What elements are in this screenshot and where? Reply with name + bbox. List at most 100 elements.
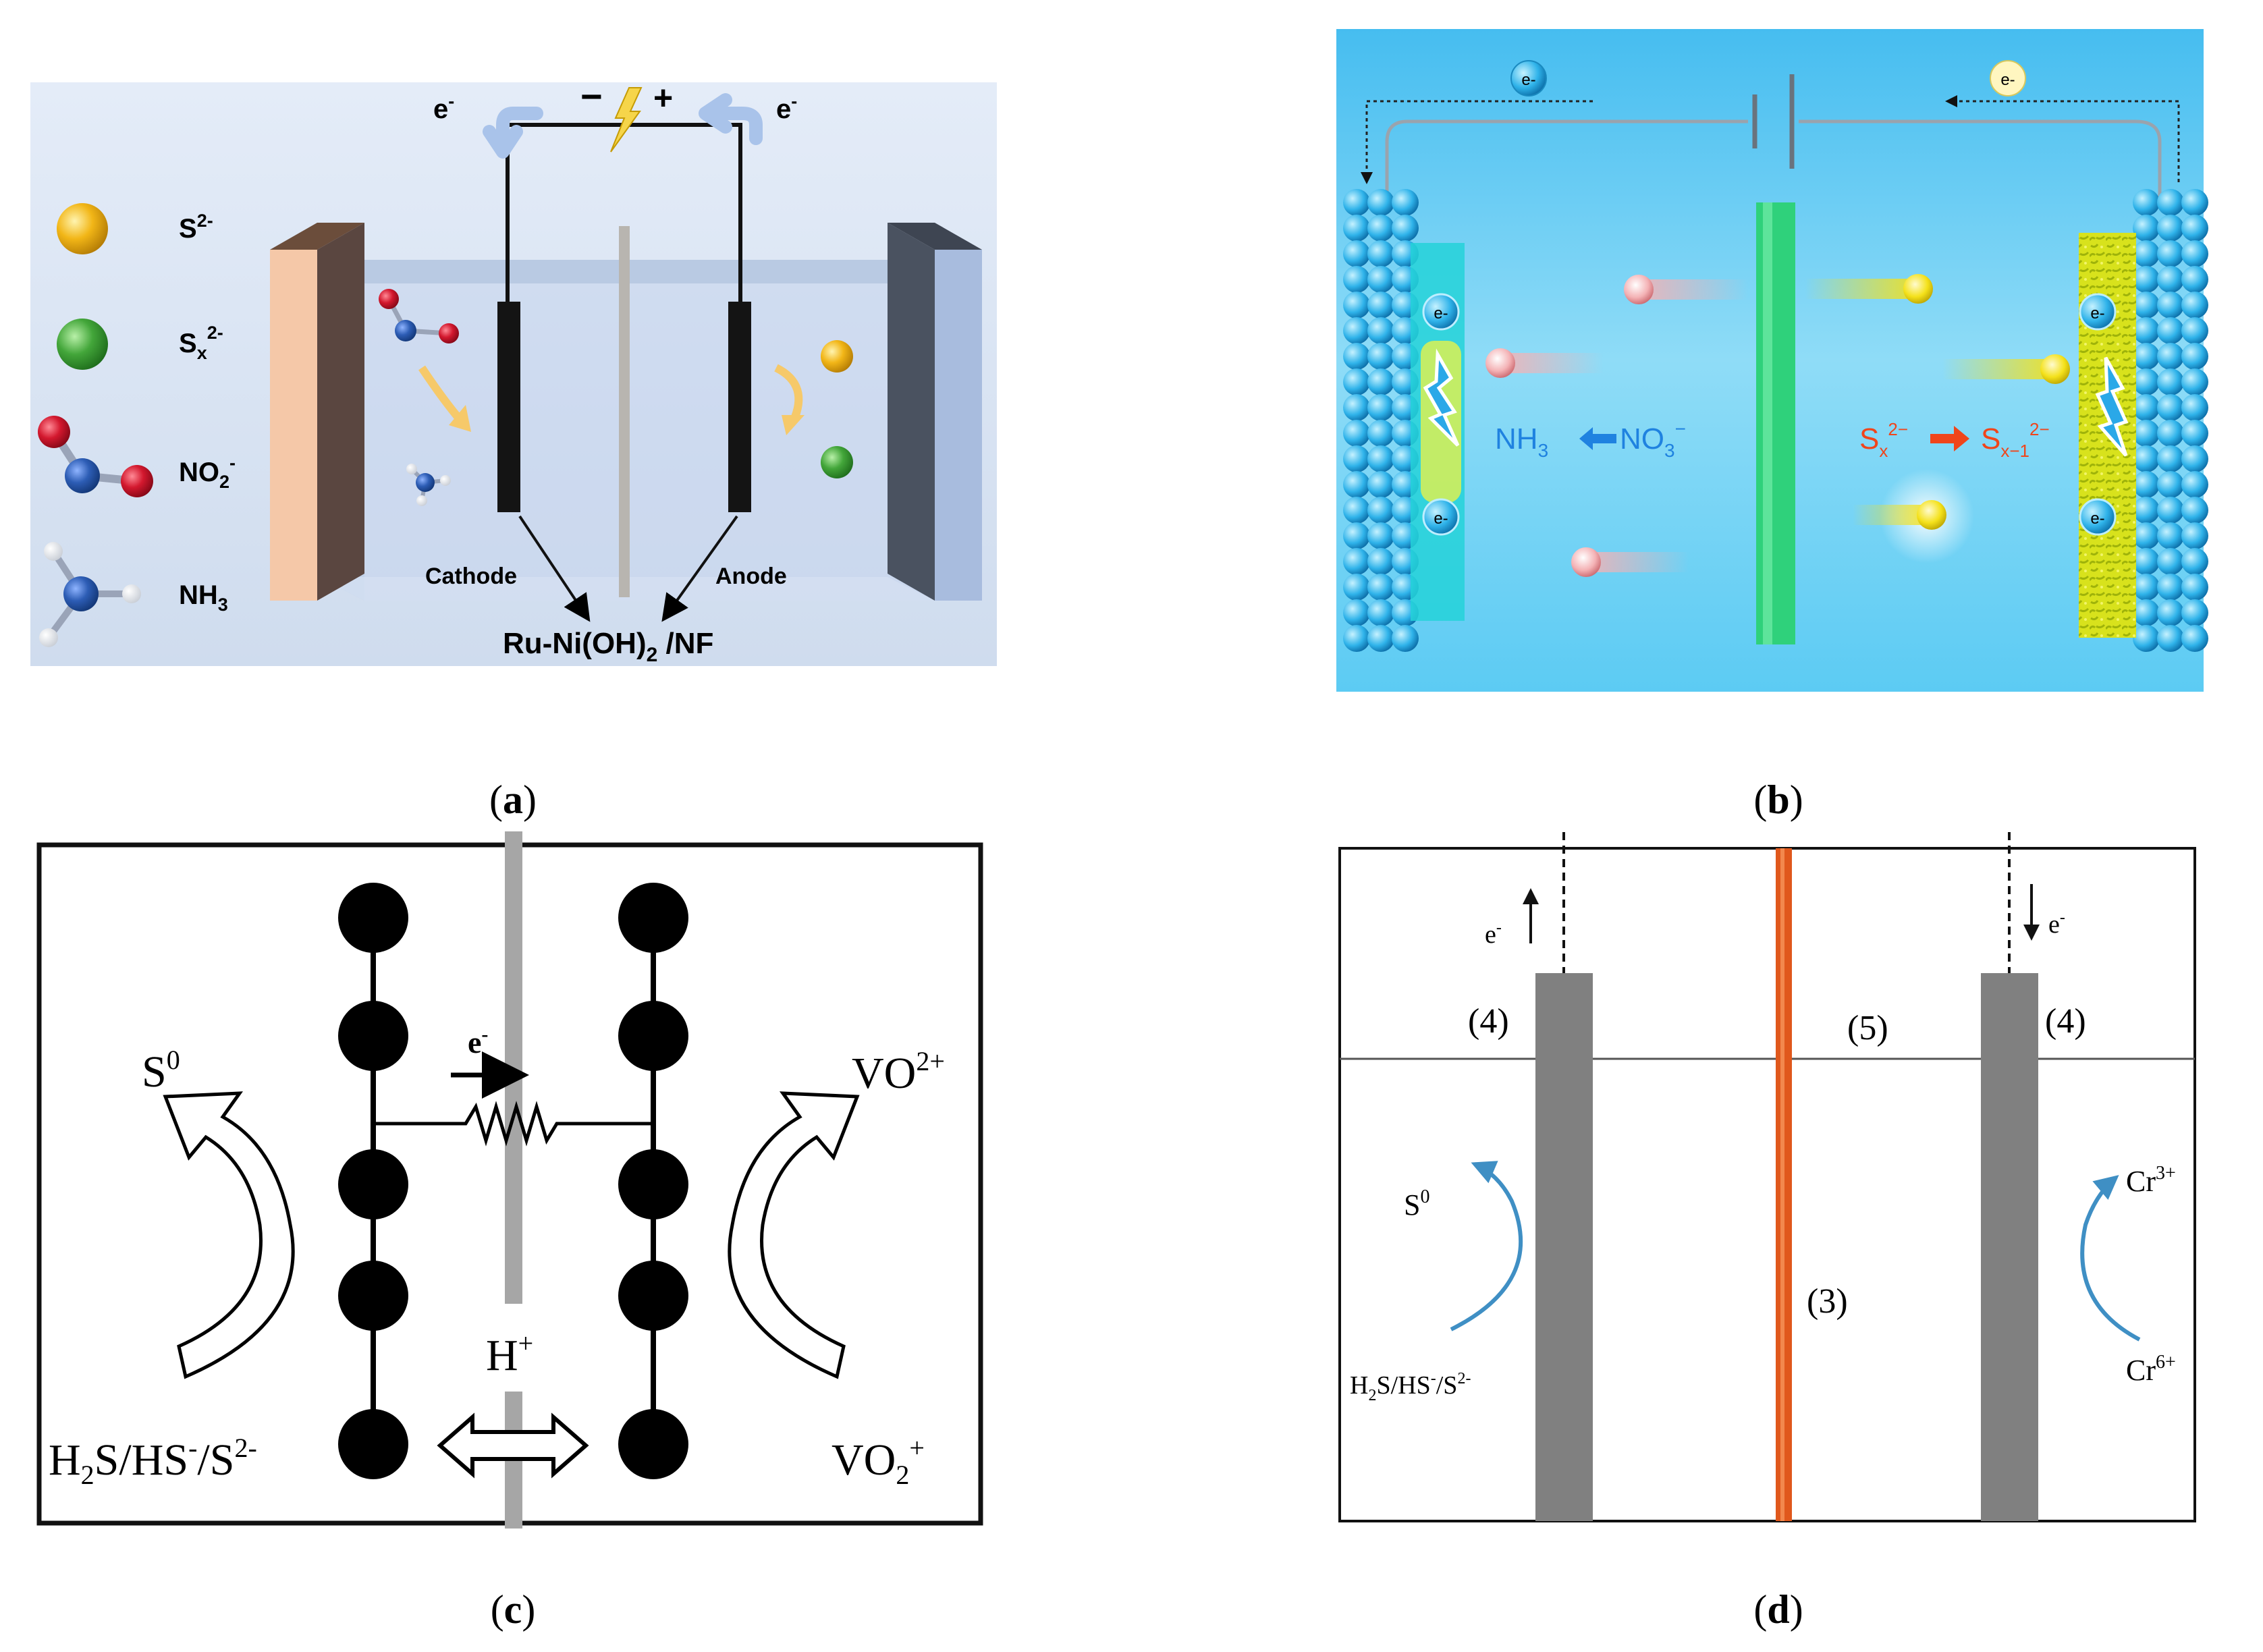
anode-electrode-d: [1535, 973, 1593, 1521]
electrode-bead: [2157, 497, 2184, 524]
cathode-transfer-arrow-icon: [1423, 348, 1460, 447]
electrode-bead: [2181, 189, 2208, 216]
electrode-bead: [2181, 215, 2208, 242]
electrode-bead: [2133, 497, 2160, 524]
svg-text:e-: e-: [2090, 304, 2104, 323]
anode-label: Anode: [715, 563, 787, 589]
cathode-electrode: [497, 302, 520, 512]
chromium-reduction-arrow-d: [2080, 1175, 2141, 1342]
cr6-label-d: Cr6+: [2126, 1352, 2176, 1387]
electrode-bead: [1367, 394, 1394, 421]
caption-d: (d): [1753, 1587, 1803, 1632]
electrode-number-left: (4): [1468, 1002, 1509, 1041]
cell-membrane-b: [1756, 202, 1795, 644]
electron-path-right: [1945, 95, 2180, 182]
electrode-bead: [2133, 343, 2160, 370]
electrode-electron-icon: e-: [1422, 498, 1460, 536]
electrode-bead: [1343, 574, 1370, 601]
polysulfide-particle-icon: [1942, 354, 2070, 384]
electrode-bead: [2133, 368, 2160, 395]
electrode-bead: [2181, 497, 2208, 524]
cathode-reaction-arrow-icon: [418, 365, 462, 421]
electrode-bead: [2181, 343, 2208, 370]
electrode-bead: [2133, 522, 2160, 549]
electrode-node: [338, 883, 408, 953]
no2-reactant-icon: [379, 289, 459, 343]
electrode-bead: [1367, 292, 1394, 319]
polysulfide-particle-icon: [1853, 469, 1974, 563]
electrode-bead: [2157, 368, 2184, 395]
electrode-bead: [2133, 266, 2160, 293]
electrode-bead: [2133, 420, 2160, 447]
electrode-node: [338, 1001, 408, 1071]
electrode-bead: [2181, 420, 2208, 447]
electrode-bead: [1343, 215, 1370, 242]
electrode-number-right: (4): [2045, 1002, 2086, 1041]
electrode-bead: [2157, 240, 2184, 267]
sulfide-oxidation-arrow-icon: [1930, 426, 1969, 451]
electrode-bead: [2181, 266, 2208, 293]
electrode-bead: [2133, 625, 2160, 652]
panel-c: e- S0 VO2+ H+ H2S/HS-/S2- VO2+: [36, 831, 983, 1529]
electrode-bead: [1367, 266, 1394, 293]
electrode-node: [338, 1409, 408, 1479]
electrode-material-label: Ru-Ni(OH)2 /NF: [503, 627, 713, 666]
electrode-bead: [1367, 317, 1394, 344]
electrode-node: [618, 1409, 688, 1479]
electrode-bead: [1367, 215, 1394, 242]
electron-icon-right: [1990, 60, 2026, 97]
legend-sx-label: Sx2-: [179, 323, 223, 363]
svg-text:e-: e-: [1434, 304, 1448, 323]
electron-label-b-left: e-: [1521, 71, 1535, 89]
electrode-node: [618, 1261, 688, 1331]
sulfide-oxidation-curved-arrow: [163, 1091, 295, 1379]
cathode-label: Cathode: [425, 563, 517, 589]
electrode-node: [338, 1261, 408, 1331]
hplus-label-c: H+: [486, 1328, 533, 1380]
electrode-bead: [1367, 189, 1394, 216]
cr3-label-d: Cr3+: [2126, 1163, 2176, 1198]
vo2-label-c: VO2+: [831, 1433, 925, 1490]
electrode-bead: [2133, 574, 2160, 601]
electron-label-left: e-: [433, 91, 454, 124]
s2-ion-icon: [57, 203, 108, 254]
polysulfide-particle-icon: [1805, 274, 1933, 304]
electrode-bead: [2181, 522, 2208, 549]
electrode-bead: [2181, 625, 2208, 652]
electrode-bead: [2157, 471, 2184, 498]
panel-d: e- e- (4) (5) (4) (3) S0 H2S/HS-/S2- Cr3…: [1338, 832, 2196, 1522]
electrode-bead: [1367, 574, 1394, 601]
electrode-bead: [2133, 292, 2160, 319]
plus-terminal: +: [653, 79, 673, 117]
lightning-icon: [610, 87, 643, 153]
electrode-bead: [1367, 240, 1394, 267]
svg-text:e-: e-: [2090, 510, 2104, 528]
electrode-bead: [1392, 215, 1419, 242]
no2-molecule-icon: [38, 416, 153, 497]
svg-text:e-: e-: [1434, 510, 1448, 528]
sx1-label-b: Sx−12−: [1981, 419, 2050, 461]
nitrate-particle-icon: [1571, 547, 1689, 577]
electrode-bead: [1343, 266, 1370, 293]
electrode-bead: [2157, 266, 2184, 293]
electrode-bead: [1367, 445, 1394, 472]
nh3-label-b: NH3: [1495, 422, 1548, 461]
sx-product-icon: [821, 446, 853, 478]
cathode-electrode-d: [1981, 973, 2038, 1521]
electrode-bead: [1367, 548, 1394, 575]
electron-flow-left-icon: [483, 107, 543, 159]
electrode-bead: [2157, 292, 2184, 319]
membrane-c: [505, 831, 522, 1304]
electrode-bead: [2157, 343, 2184, 370]
electrode-bead: [2181, 292, 2208, 319]
electrode-bead: [1343, 522, 1370, 549]
electrode-bead: [1343, 394, 1370, 421]
electrode-bead: [2157, 625, 2184, 652]
anode-reaction-arrow-icon: [774, 364, 803, 424]
nitrate-particle-icon: [1624, 275, 1748, 304]
electrode-bead: [2157, 420, 2184, 447]
electron-icon-left: [1510, 60, 1547, 97]
electrolysis-cell: [270, 223, 982, 601]
electron-label-right: e-: [776, 91, 797, 124]
electrode-electron-icon: e-: [2079, 498, 2117, 536]
